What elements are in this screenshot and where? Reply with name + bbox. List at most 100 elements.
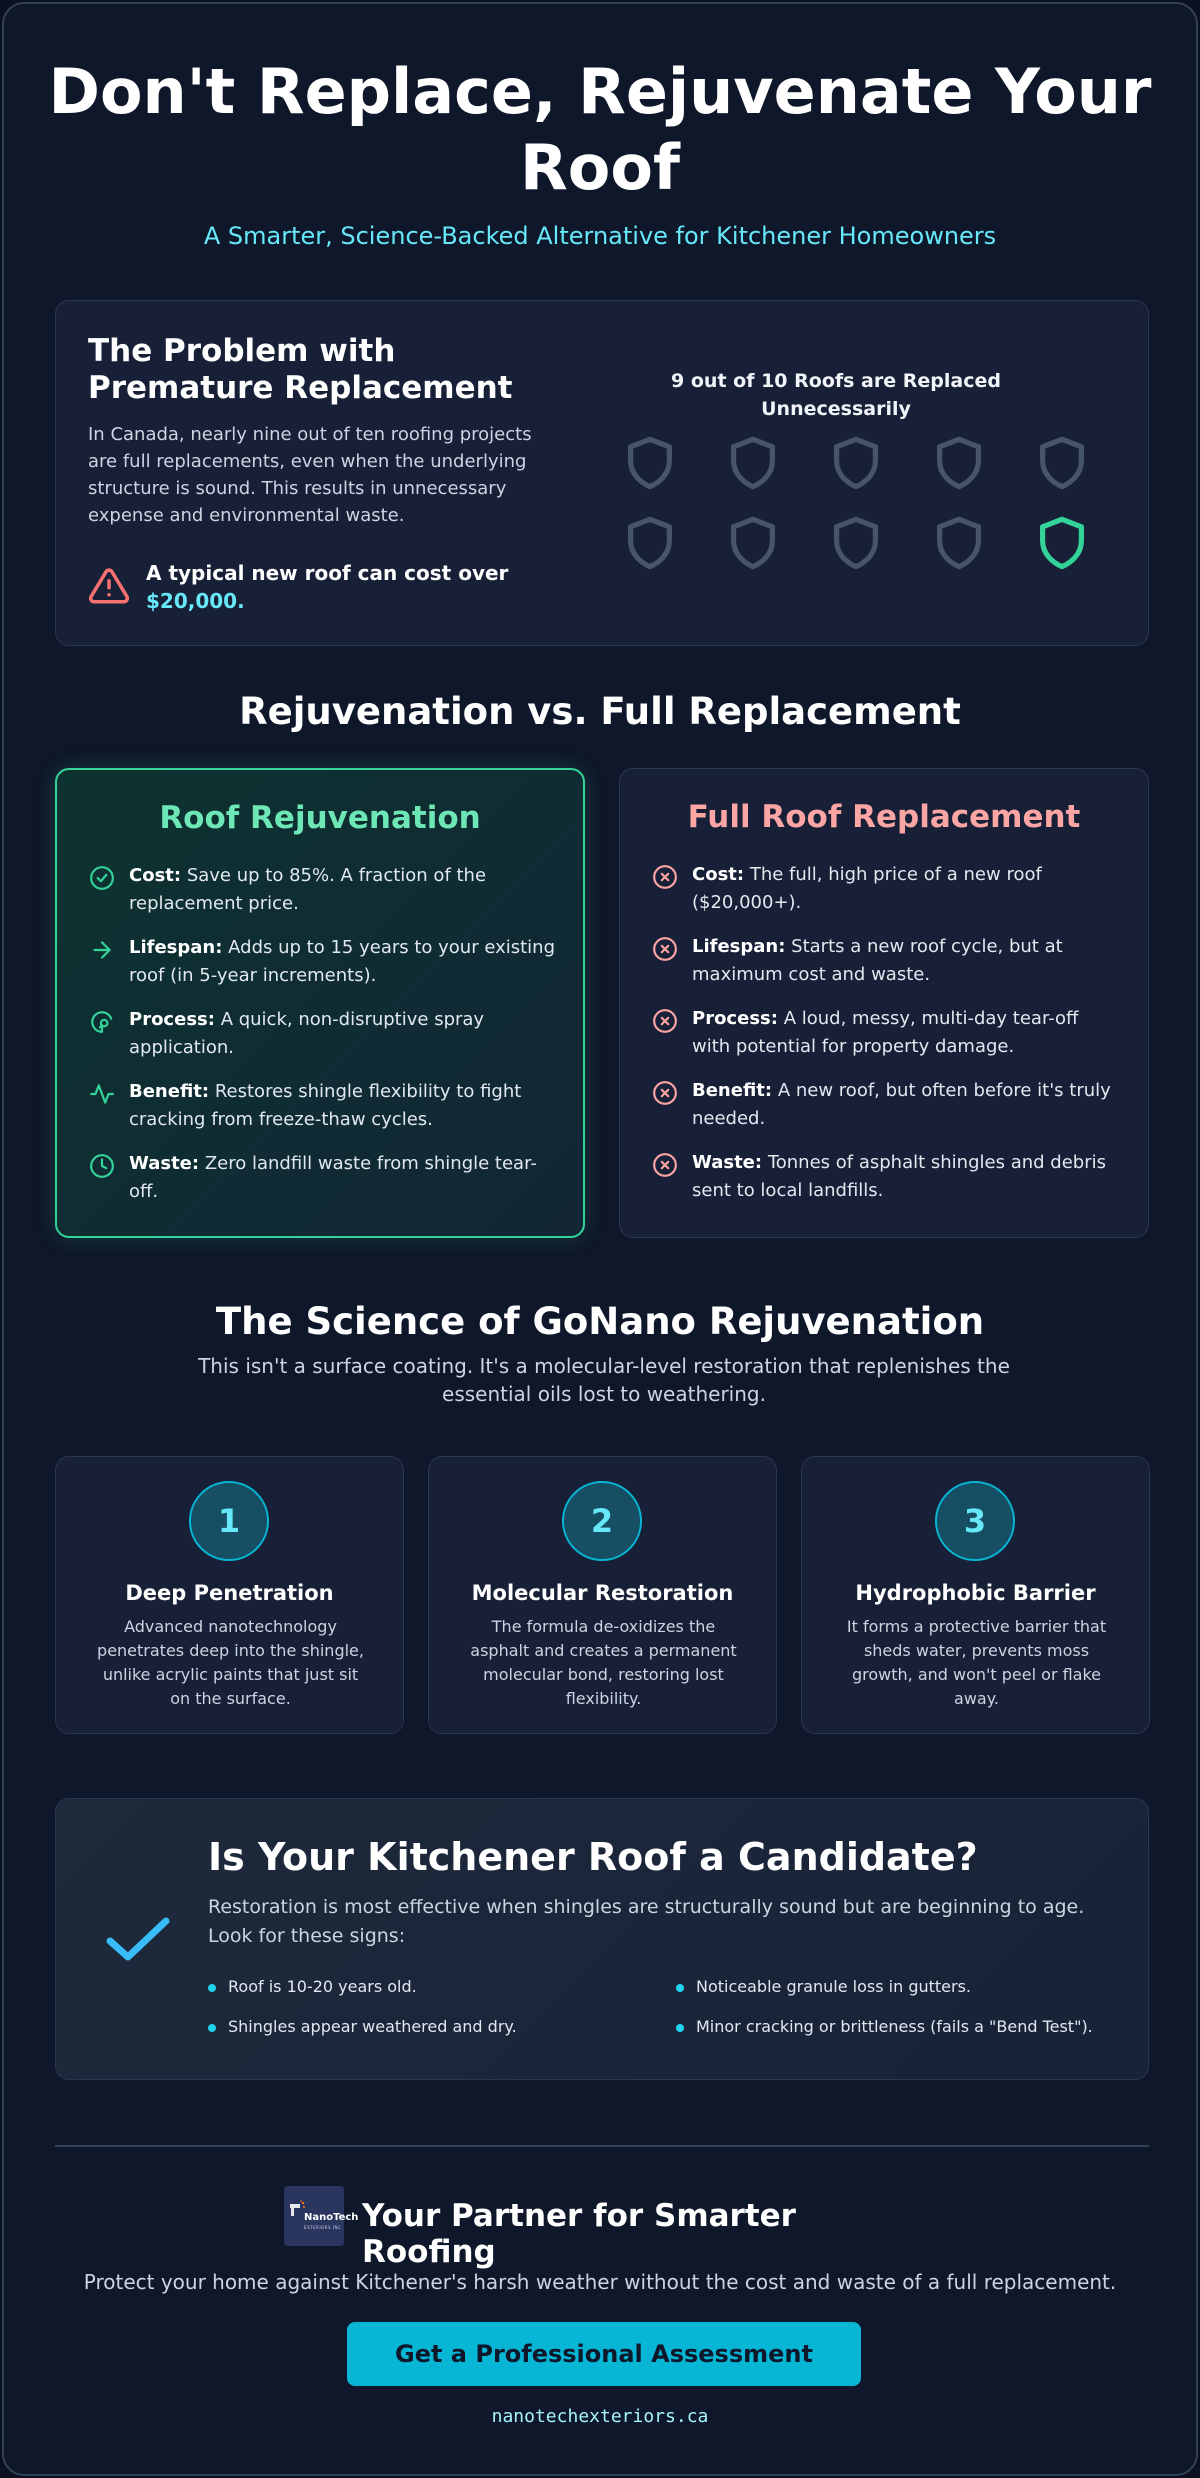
shield-icon bbox=[834, 516, 878, 570]
item-label: Waste: bbox=[129, 1153, 200, 1174]
shield-icon bbox=[937, 436, 981, 490]
problem-paragraph: In Canada, nearly nine out of ten roofin… bbox=[88, 424, 532, 526]
cost-warning: A typical new roof can cost over $20,000… bbox=[88, 559, 558, 619]
item-label: Waste: bbox=[692, 1152, 763, 1173]
list-item: Benefit: A new roof, but often before it… bbox=[652, 1077, 1122, 1149]
comparison-title: Rejuvenation vs. Full Replacement bbox=[239, 690, 961, 733]
x-circle-icon bbox=[653, 937, 677, 961]
arrow-right-icon bbox=[93, 941, 111, 959]
logo-subtext: EXTERIORS INC bbox=[304, 2225, 342, 2230]
warning-triangle-icon bbox=[88, 568, 130, 604]
step-number: 2 bbox=[562, 1481, 642, 1561]
step-card: 2 Molecular Restoration The formula de-o… bbox=[428, 1456, 777, 1734]
replacement-title: Full Roof Replacement bbox=[687, 799, 1081, 835]
x-circle-icon bbox=[653, 1009, 677, 1033]
list-item: Process: A loud, messy, multi-day tear-o… bbox=[652, 1005, 1122, 1077]
shield-icon bbox=[628, 436, 672, 490]
list-item: Waste: Zero landfill waste from shingle … bbox=[89, 1150, 559, 1222]
page-title: Don't Replace, Rejuvenate Your Roof bbox=[48, 55, 1152, 204]
item-label: Benefit: bbox=[692, 1080, 773, 1101]
list-item: Cost: Save up to 85%. A fraction of the … bbox=[89, 862, 559, 934]
spray-gun-icon bbox=[290, 2200, 305, 2216]
item-text: Adds up to 15 years to your existing roo… bbox=[129, 937, 556, 986]
x-circle-icon bbox=[653, 1153, 677, 1177]
step-title: Deep Penetration bbox=[125, 1581, 334, 1605]
item-text: Zero landfill waste from shingle tear-of… bbox=[129, 1153, 537, 1202]
candidate-title: Is Your Kitchener Roof a Candidate? bbox=[208, 1835, 978, 1879]
problem-title: The Problem with Premature Replacement bbox=[88, 333, 513, 406]
rejuvenation-title: Roof Rejuvenation bbox=[159, 800, 481, 836]
website-link[interactable]: nanotechexteriors.ca bbox=[491, 2406, 709, 2427]
list-item: Waste: Tonnes of asphalt shingles and de… bbox=[652, 1149, 1122, 1221]
step-title: Hydrophobic Barrier bbox=[855, 1581, 1096, 1605]
pulse-icon bbox=[90, 1084, 114, 1104]
footer-description: Protect your home against Kitchener's ha… bbox=[83, 2270, 1117, 2294]
item-label: Benefit: bbox=[129, 1081, 210, 1102]
item-label: Cost: bbox=[692, 864, 745, 885]
candidate-card: Is Your Kitchener Roof a Candidate? Rest… bbox=[55, 1798, 1149, 2080]
step-text: The formula de-oxidizes the asphalt and … bbox=[470, 1617, 737, 1708]
assessment-button[interactable]: Get a Professional Assessment bbox=[347, 2322, 861, 2386]
candidate-sign: Roof is 10-20 years old. bbox=[208, 1977, 417, 1996]
spray-icon bbox=[91, 1011, 113, 1033]
item-text: Restores shingle flexibility to fight cr… bbox=[129, 1081, 522, 1130]
item-label: Lifespan: bbox=[129, 937, 223, 958]
item-label: Lifespan: bbox=[692, 936, 786, 957]
stat-title: 9 out of 10 Roofs are Replaced Unnecessa… bbox=[671, 370, 1001, 420]
item-label: Cost: bbox=[129, 865, 182, 886]
shield-icon bbox=[731, 436, 775, 490]
check-circle-icon bbox=[90, 866, 114, 890]
x-circle-icon bbox=[653, 865, 677, 889]
shield-icon bbox=[1040, 436, 1084, 490]
list-item: Cost: The full, high price of a new roof… bbox=[652, 861, 1122, 933]
step-card: 1 Deep Penetration Advanced nanotechnolo… bbox=[55, 1456, 404, 1734]
science-subtitle: This isn't a surface coating. It's a mol… bbox=[198, 1354, 1010, 1406]
item-text: A new roof, but often before it's truly … bbox=[692, 1080, 1111, 1129]
replacement-card: Full Roof Replacement Cost: The full, hi… bbox=[619, 768, 1149, 1238]
candidate-sign: Shingles appear weathered and dry. bbox=[208, 2017, 517, 2036]
list-item: Lifespan: Adds up to 15 years to your ex… bbox=[89, 934, 559, 1006]
item-text: Save up to 85%. A fraction of the replac… bbox=[129, 865, 487, 914]
candidate-sign: Noticeable granule loss in gutters. bbox=[676, 1977, 971, 1996]
footer-brand: NanoTech EXTERIORS INC Your Partner for … bbox=[284, 2186, 924, 2270]
item-text: A quick, non-disruptive spray applicatio… bbox=[129, 1009, 485, 1058]
cost-warning-text: A typical new roof can cost over $20,000… bbox=[146, 559, 566, 615]
shield-icon bbox=[937, 516, 981, 570]
footer-title: Your Partner for Smarter Roofing bbox=[362, 2198, 796, 2270]
item-text: Starts a new roof cycle, but at maximum … bbox=[692, 936, 1063, 985]
step-number: 1 bbox=[189, 1481, 269, 1561]
list-item: Lifespan: Starts a new roof cycle, but a… bbox=[652, 933, 1122, 1005]
cost-warning-price: $20,000. bbox=[146, 589, 245, 613]
problem-card: The Problem with Premature Replacement I… bbox=[55, 300, 1149, 646]
item-label: Process: bbox=[129, 1009, 215, 1030]
shield-icon-highlighted bbox=[1040, 516, 1084, 570]
shield-icon bbox=[834, 436, 878, 490]
list-item: Process: A quick, non-disruptive spray a… bbox=[89, 1006, 559, 1078]
step-title: Molecular Restoration bbox=[471, 1581, 734, 1605]
step-text: It forms a protective barrier that sheds… bbox=[846, 1617, 1107, 1708]
checkmark-icon bbox=[106, 1917, 170, 1961]
divider bbox=[55, 2145, 1149, 2147]
item-text: A loud, messy, multi-day tear-off with p… bbox=[692, 1008, 1079, 1057]
shield-icon bbox=[628, 516, 672, 570]
rejuvenation-card: Roof Rejuvenation Cost: Save up to 85%. … bbox=[55, 768, 585, 1238]
shield-icon bbox=[731, 516, 775, 570]
item-text: Tonnes of asphalt shingles and debris se… bbox=[692, 1152, 1106, 1201]
candidate-sign: Minor cracking or brittleness (fails a "… bbox=[676, 2017, 1093, 2036]
replacement-list: Cost: The full, high price of a new roof… bbox=[652, 861, 1122, 1221]
page-subtitle: A Smarter, Science-Backed Alternative fo… bbox=[203, 222, 997, 250]
logo-text: NanoTech bbox=[304, 2212, 359, 2223]
x-circle-icon bbox=[653, 1081, 677, 1105]
item-text: The full, high price of a new roof ($20,… bbox=[692, 864, 1042, 913]
step-text: Advanced nanotechnology penetrates deep … bbox=[97, 1617, 364, 1708]
step-card: 3 Hydrophobic Barrier It forms a protect… bbox=[801, 1456, 1150, 1734]
candidate-description: Restoration is most effective when shing… bbox=[208, 1896, 1085, 1947]
science-title: The Science of GoNano Rejuvenation bbox=[215, 1300, 985, 1343]
list-item: Benefit: Restores shingle flexibility to… bbox=[89, 1078, 559, 1150]
item-label: Process: bbox=[692, 1008, 778, 1029]
cost-warning-label: A typical new roof can cost over bbox=[146, 561, 509, 585]
shield-grid bbox=[624, 435, 1124, 595]
rejuvenation-list: Cost: Save up to 85%. A fraction of the … bbox=[89, 862, 559, 1222]
company-logo: NanoTech EXTERIORS INC bbox=[284, 2186, 358, 2246]
